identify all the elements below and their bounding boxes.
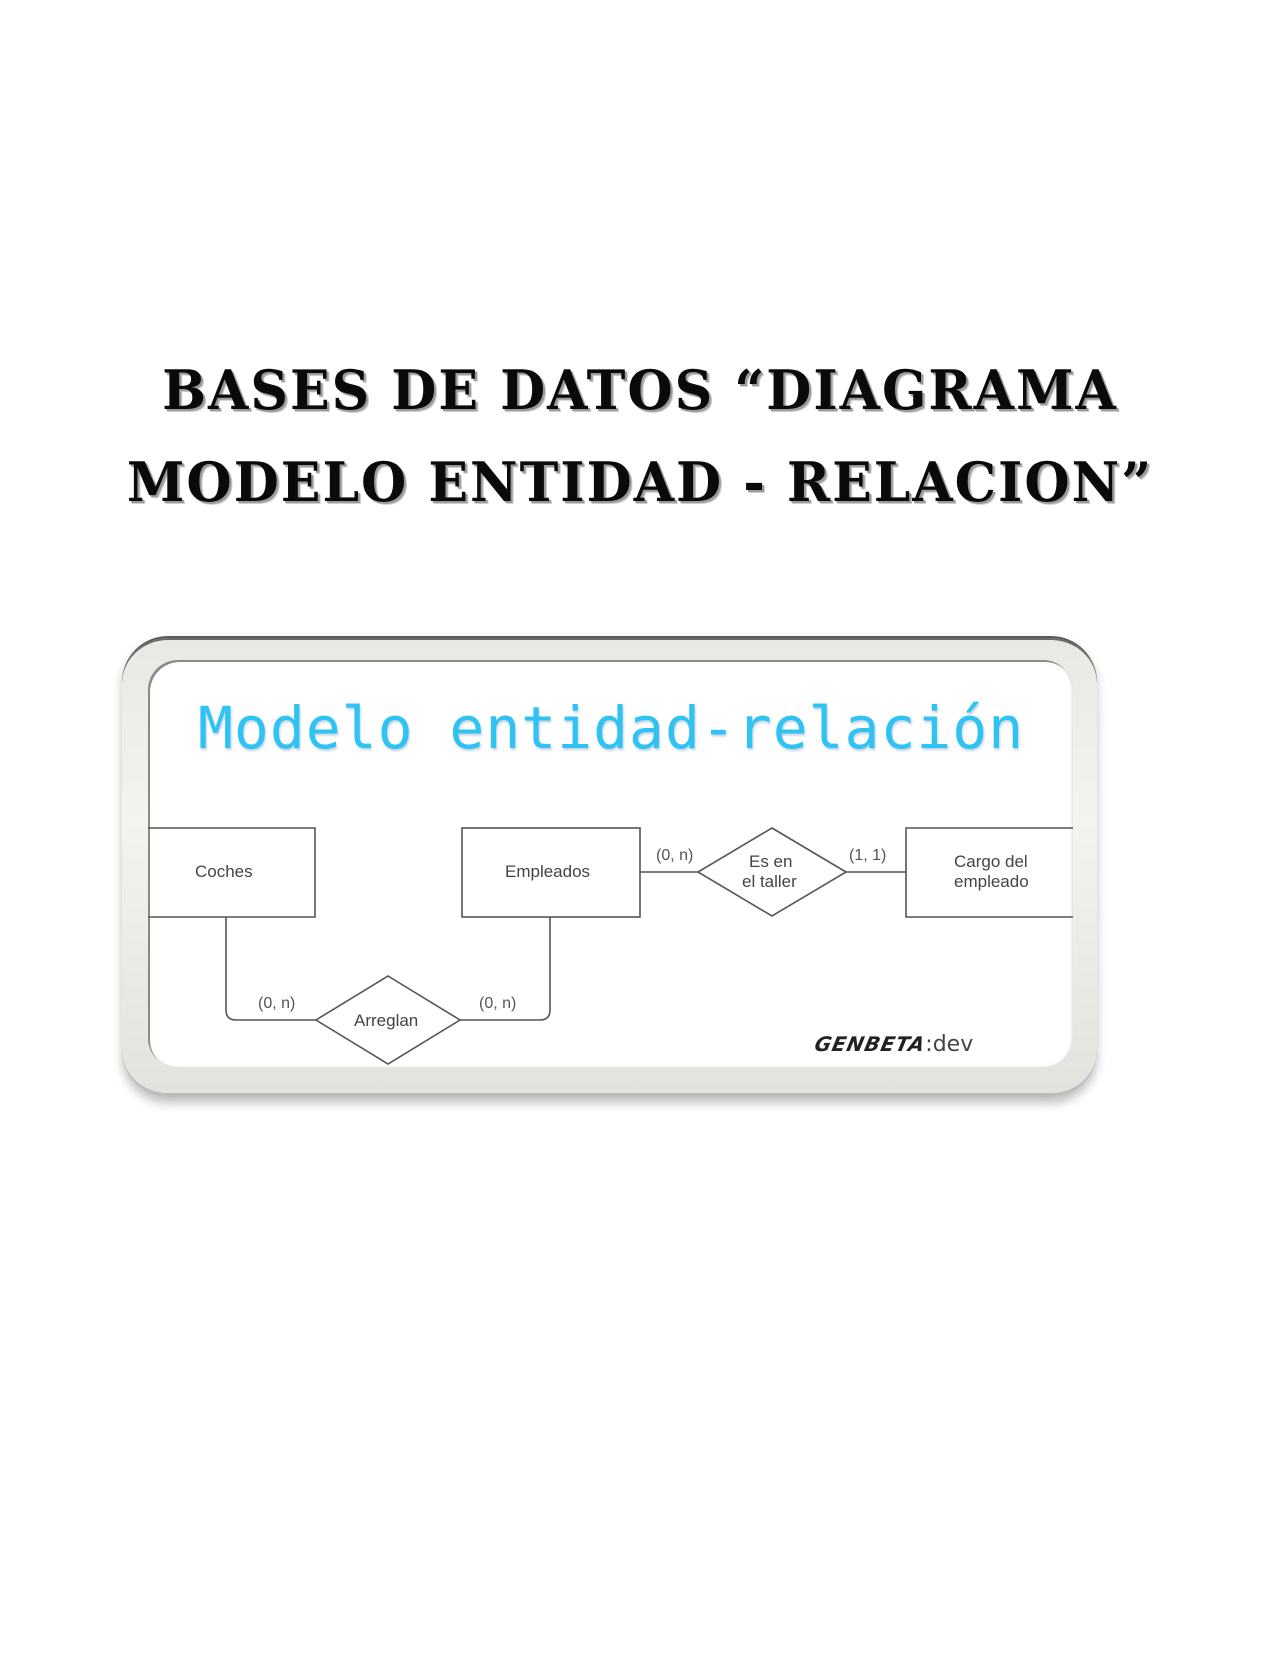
er-diagram-figure: Modelo entidad-relación Coches Empleados… bbox=[148, 660, 1073, 1068]
logo-suffix: :dev bbox=[925, 1032, 974, 1057]
logo-brand: GENBETA bbox=[812, 1032, 928, 1056]
er-diagram: Coches Empleados Cargo del empleado Es e… bbox=[148, 827, 1073, 1065]
entity-cargo-label-2: empleado bbox=[954, 872, 1029, 891]
relationship-es-en-label-1: Es en bbox=[749, 852, 792, 871]
entity-empleados-label: Empleados bbox=[505, 862, 590, 881]
document-title-line-2: modelo entidad - relacion” bbox=[126, 450, 1154, 515]
cardinality-empleados-es-en: (0, n) bbox=[656, 847, 693, 864]
entity-cargo-label-1: Cargo del bbox=[954, 852, 1028, 871]
relationship-arreglan-label: Arreglan bbox=[354, 1011, 418, 1030]
cardinality-empleados-arreglan: (0, n) bbox=[479, 995, 516, 1012]
entity-coches-box bbox=[148, 827, 316, 918]
document-title-line-1: Bases de datos “diagrama bbox=[162, 358, 1118, 423]
relationship-es-en-el-taller-diamond bbox=[696, 827, 848, 917]
cardinality-coches-arreglan: (0, n) bbox=[258, 995, 295, 1012]
figure-heading: Modelo entidad-relación bbox=[198, 694, 1025, 762]
relationship-arreglan-diamond bbox=[314, 975, 462, 1065]
relationship-es-en-label-2: el taller bbox=[742, 872, 797, 891]
genbeta-dev-logo: GENBETA:dev bbox=[812, 1032, 974, 1057]
cardinality-es-en-cargo: (1, 1) bbox=[849, 847, 886, 864]
entity-coches-label: Coches bbox=[195, 862, 253, 881]
